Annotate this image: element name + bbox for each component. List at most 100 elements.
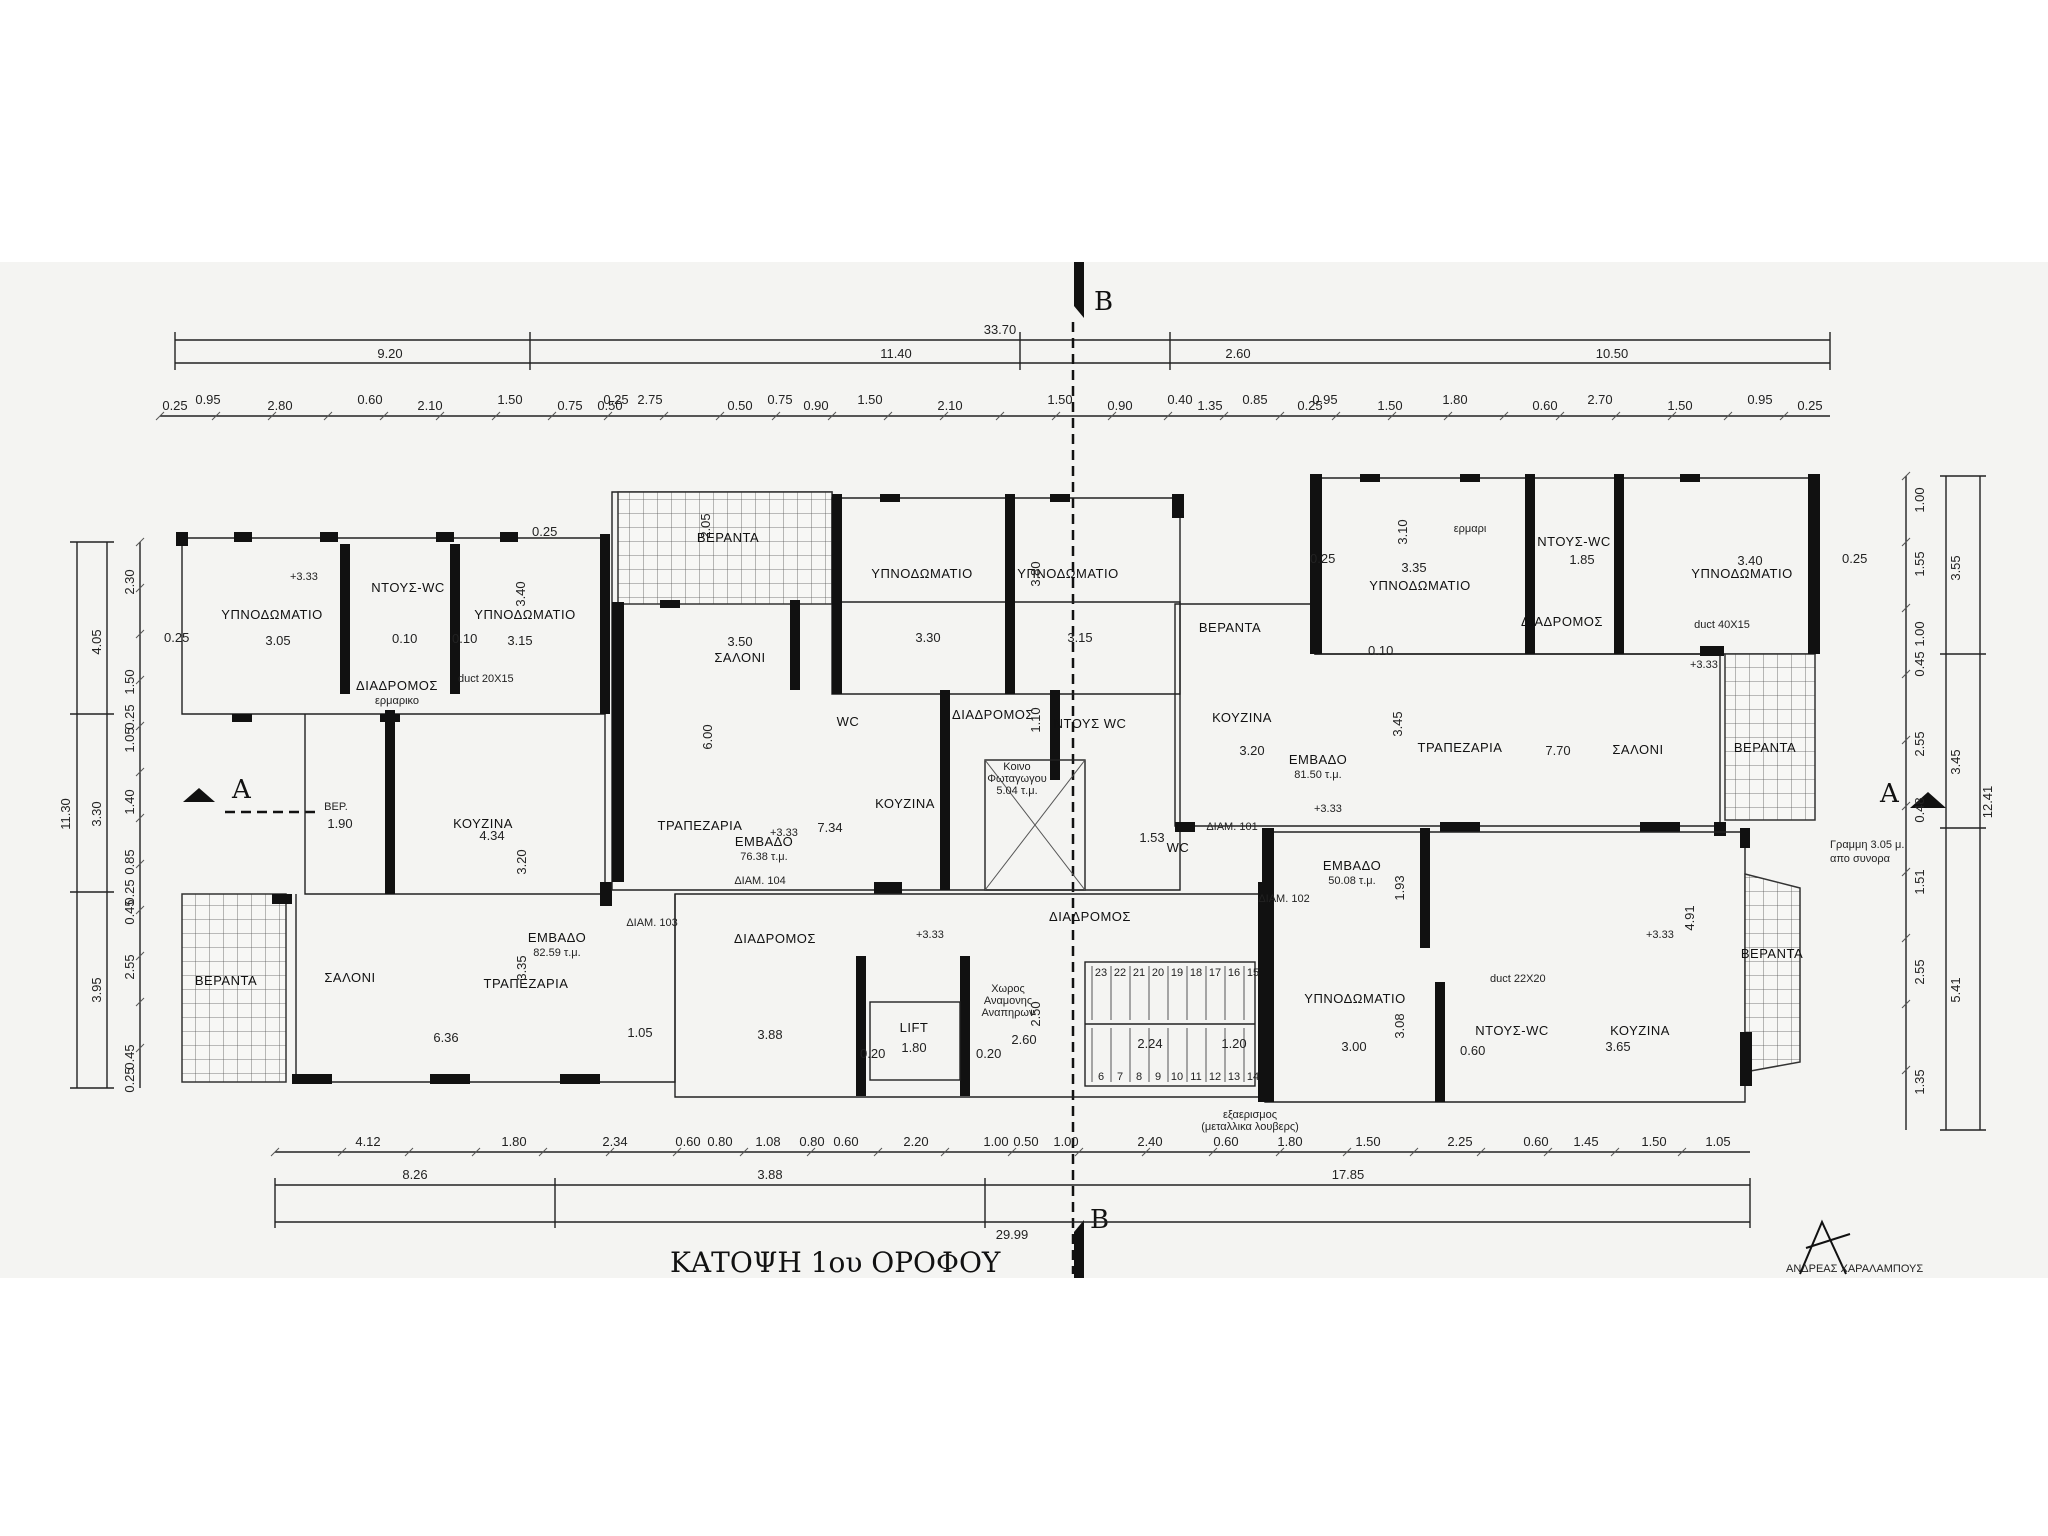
dim-c1: 3.20 bbox=[1239, 743, 1264, 758]
dim-a6: 6.36 bbox=[433, 1030, 458, 1045]
bottom-tick-16 bbox=[1342, 1147, 1352, 1157]
top-fine-tick-8 bbox=[603, 411, 613, 421]
right-fine-dim-5: 0.48 bbox=[1912, 797, 1927, 822]
top-fine-dim-25: 2.70 bbox=[1587, 392, 1612, 407]
thickness-4: 0.10 bbox=[452, 631, 477, 646]
veranda-b-label: ΒΕΡΑΝΤΑ bbox=[697, 530, 759, 545]
thickness-9: 0.20 bbox=[860, 1046, 885, 1061]
left-fine-tick-0 bbox=[135, 537, 145, 547]
dim-e3: 2.24 bbox=[1137, 1036, 1162, 1051]
bottom-tick-17 bbox=[1409, 1147, 1419, 1157]
stair-num-top-0: 23 bbox=[1095, 967, 1107, 979]
left-fine-tick-6 bbox=[135, 813, 145, 823]
duct-d-label: duct 22X20 bbox=[1490, 973, 1546, 985]
dim-c6: 3.10 bbox=[1395, 519, 1410, 544]
left-fine-tick-3 bbox=[135, 675, 145, 685]
top-fine-dim-11: 0.75 bbox=[767, 392, 792, 407]
right-fine-tick-4 bbox=[1901, 735, 1911, 745]
stair-num-bot-8: 14 bbox=[1247, 1071, 1259, 1083]
dim-b3: 7.34 bbox=[817, 820, 842, 835]
dim-d3: 4.91 bbox=[1682, 905, 1697, 930]
bottom-tick-1 bbox=[337, 1147, 347, 1157]
stair-num-bot-7: 13 bbox=[1228, 1071, 1240, 1083]
stair-num-bot-2: 8 bbox=[1136, 1071, 1142, 1083]
left-fine-dim-10: 0.25 bbox=[122, 1067, 137, 1092]
dim-c2: 7.70 bbox=[1545, 743, 1570, 758]
waiting-label-3: Αναπηρων bbox=[981, 1007, 1035, 1019]
bottom-tick-12 bbox=[1074, 1147, 1084, 1157]
bottom-fine-dim-11: 1.00 bbox=[1053, 1134, 1078, 1149]
dim-b8: 2.05 bbox=[698, 513, 713, 538]
section-b-bottom-label: B bbox=[1090, 1205, 1109, 1235]
level-mark-2: +3.33 bbox=[770, 827, 798, 839]
right-fine-dim-4: 2.55 bbox=[1912, 731, 1927, 756]
salon-b-label: ΣΑΛΟΝΙ bbox=[714, 650, 765, 665]
overall-top-dim: 33.70 bbox=[984, 322, 1017, 337]
dim-e2: 2.60 bbox=[1011, 1032, 1036, 1047]
stair-num-top-5: 18 bbox=[1190, 967, 1202, 979]
veranda-small-a-label: ΒΕΡ. bbox=[324, 801, 348, 813]
left-fine-dim-6: 0.25 bbox=[122, 879, 137, 904]
top-seg-2: 11.40 bbox=[880, 346, 912, 361]
top-fine-tick-16 bbox=[1051, 411, 1061, 421]
dim-c3: 3.35 bbox=[1401, 560, 1426, 575]
left-fine-dim-3: 1.05 bbox=[122, 727, 137, 752]
level-mark-3: +3.33 bbox=[1690, 659, 1718, 671]
right-fine-dim-3: 0.45 bbox=[1912, 651, 1927, 676]
dim-e7: 1.05 bbox=[627, 1025, 652, 1040]
signature-text: ΑΝΔΡΕΑΣ ΧΑΡΑΛΑΜΠΟΥΣ bbox=[1786, 1263, 1923, 1275]
stair-num-top-4: 19 bbox=[1171, 967, 1183, 979]
right-fine-tick-3 bbox=[1901, 669, 1911, 679]
right-fine-tick-0 bbox=[1901, 471, 1911, 481]
stair-num-top-3: 20 bbox=[1152, 967, 1164, 979]
top-fine-tick-27 bbox=[1667, 411, 1677, 421]
top-fine-tick-20 bbox=[1275, 411, 1285, 421]
bottom-tick-8 bbox=[806, 1147, 816, 1157]
right-outer-dim: 12.41 bbox=[1980, 786, 1995, 819]
top-fine-dim-28: 0.25 bbox=[1797, 398, 1822, 413]
boundary-note-2: απο συνορα bbox=[1830, 853, 1891, 865]
bottom-tick-7 bbox=[739, 1147, 749, 1157]
corridor-c-label: ΔΙΑΔΡΟΜΟΣ bbox=[1521, 614, 1603, 629]
duct-a-label: duct 20X15 bbox=[458, 673, 514, 685]
dim-a5: 3.20 bbox=[514, 849, 529, 874]
left-fine-tick-4 bbox=[135, 721, 145, 731]
top-fine-tick-15 bbox=[995, 411, 1005, 421]
right-fine-tick-9 bbox=[1901, 1065, 1911, 1075]
boundary-note-1: Γραμμη 3.05 μ. bbox=[1830, 839, 1904, 851]
bedroom-d-label: ΥΠΝΟΔΩΜΑΤΙΟ bbox=[1304, 991, 1405, 1006]
top-fine-dim-16: 0.90 bbox=[1107, 398, 1132, 413]
top-fine-dim-5: 1.50 bbox=[497, 392, 522, 407]
thickness-10: 0.20 bbox=[976, 1046, 1001, 1061]
left-fine-tick-9 bbox=[135, 951, 145, 961]
bottom-tick-3 bbox=[471, 1147, 481, 1157]
right-mid-dim-1: 3.55 bbox=[1948, 555, 1963, 580]
area-a-value: 82.59 τ.μ. bbox=[533, 947, 580, 959]
bottom-fine-dim-16: 2.25 bbox=[1447, 1134, 1472, 1149]
top-fine-tick-24 bbox=[1499, 411, 1509, 421]
bottom-fine-dim-4: 0.80 bbox=[707, 1134, 732, 1149]
area-b-label: ΕΜΒΑΔΟ bbox=[735, 834, 793, 849]
stair-num-top-7: 16 bbox=[1228, 967, 1240, 979]
dim-b2: 6.00 bbox=[700, 724, 715, 749]
thickness-3: 0.10 bbox=[392, 631, 417, 646]
right-fine-tick-7 bbox=[1901, 933, 1911, 943]
top-fine-dim-23: 1.80 bbox=[1442, 392, 1467, 407]
bottom-fine-dim-13: 0.60 bbox=[1213, 1134, 1238, 1149]
stair-num-top-8: 15 bbox=[1247, 967, 1259, 979]
bottom-fine-dim-8: 2.20 bbox=[903, 1134, 928, 1149]
dim-c7: 3.45 bbox=[1390, 711, 1405, 736]
left-fine-dim-4: 1.40 bbox=[122, 789, 137, 814]
shaft-label-2: Φωταγωγου bbox=[987, 773, 1046, 785]
top-fine-dim-10: 0.50 bbox=[727, 398, 752, 413]
closet-a-label: ερμαρικο bbox=[375, 695, 419, 707]
kitchen-c-label: ΚΟΥΖΙΝΑ bbox=[1212, 710, 1272, 725]
shower-b-label: ΝΤΟΥΣ WC bbox=[1054, 716, 1127, 731]
section-a-left-label: A bbox=[231, 775, 252, 805]
top-fine-tick-25 bbox=[1555, 411, 1565, 421]
dim-d2: 3.65 bbox=[1605, 1039, 1630, 1054]
right-fine-tick-5 bbox=[1901, 801, 1911, 811]
bottom-fine-dim-0: 4.12 bbox=[355, 1134, 380, 1149]
